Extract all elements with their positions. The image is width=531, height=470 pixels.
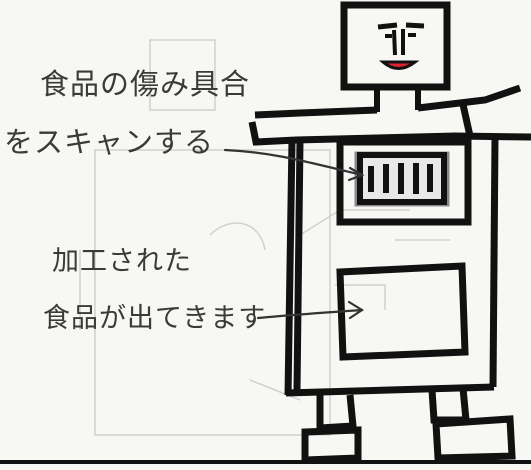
robot-eyebrows [377, 22, 425, 30]
scanner-window [336, 138, 472, 226]
robot-mouth [378, 60, 420, 70]
output-label-line1: 加工された [52, 246, 192, 277]
robot-eyes [385, 33, 416, 38]
robot-neck [374, 88, 421, 112]
robot-shoulders [248, 84, 531, 146]
robot-head [340, 1, 451, 91]
faint-background-sketch [79, 39, 450, 436]
output-label-line2: 食品が出てきます [43, 303, 267, 334]
robot-nose [392, 29, 405, 56]
scanner-bars [368, 163, 433, 194]
scan-label-line2: をスキャンする [4, 125, 215, 159]
output-window [336, 262, 469, 361]
scan-arrow [223, 148, 364, 177]
robot-body [284, 136, 499, 397]
output-arrow [256, 308, 364, 320]
annotation-arrows [223, 148, 365, 320]
scan-label-line1: 食品の傷み具合 [40, 67, 251, 101]
robot-legs [301, 387, 516, 464]
